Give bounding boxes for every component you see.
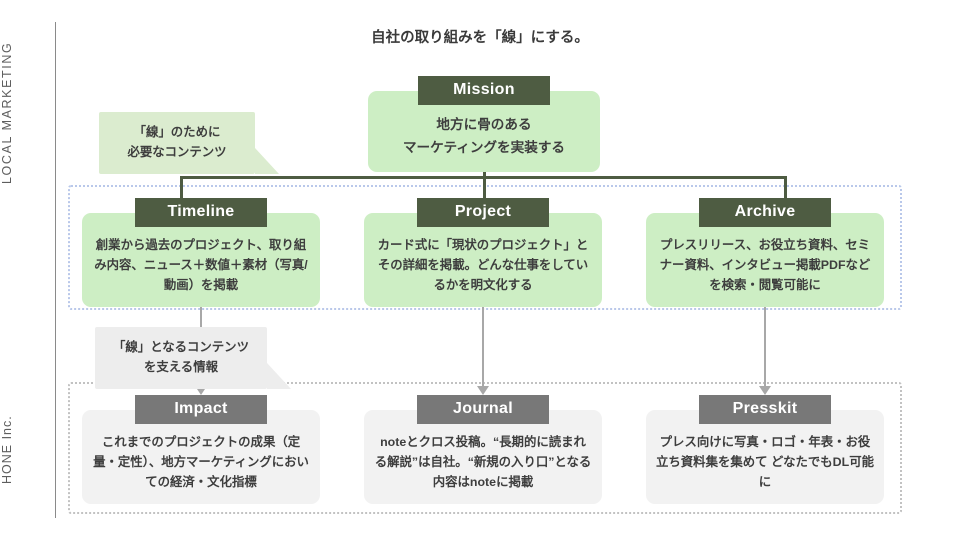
arrow-project-to-journal-shaft (482, 300, 484, 388)
callout-support-content: 「線」となるコンテンツ を支える情報 (95, 327, 291, 389)
arrow-timeline-to-impact-head (195, 386, 207, 395)
callout-support-tail (267, 362, 291, 389)
card-timeline-body: 創業から過去のプロジェクト、取り組み内容、ニュース＋数値＋素材（写真/動画）を掲… (82, 213, 320, 308)
card-impact-title: Impact (135, 395, 267, 424)
card-journal-title: Journal (417, 395, 549, 424)
connector-branch-archive (784, 176, 787, 212)
card-project-body: カード式に「現状のプロジェクト」とその詳細を掲載。どんな仕事をしているかを明文化… (364, 213, 602, 308)
callout-primary-tail (255, 147, 279, 174)
page-headline: 自社の取り組みを「線」にする。 (371, 30, 589, 46)
card-mission-title: Mission (418, 76, 550, 105)
rail-label-local-marketing: LOCAL MARKETING (0, 41, 14, 185)
card-timeline-title: Timeline (135, 198, 267, 227)
connector-branch-timeline (180, 176, 183, 212)
arrow-archive-to-presskit-shaft (764, 300, 766, 388)
connector-branch-bar (180, 176, 786, 179)
callout-primary-content: 「線」のために 必要なコンテンツ (99, 112, 279, 174)
arrow-archive-to-presskit-head (759, 386, 771, 395)
card-project-title: Project (417, 198, 549, 227)
card-presskit-body: プレス向けに写真・ロゴ・年表・お役立ち資料集を集めて どなたでもDL可能に (646, 410, 884, 505)
connector-mission-trunk (483, 160, 486, 212)
rail-divider (55, 22, 56, 518)
card-impact-body: これまでのプロジェクトの成果（定量・定性）、地方マーケティングにおいての経済・文… (82, 410, 320, 505)
arrow-project-to-journal-head (477, 386, 489, 395)
zone-support-content (68, 382, 902, 514)
card-archive-title: Archive (699, 198, 831, 227)
card-presskit-title: Presskit (699, 395, 831, 424)
card-archive-body: プレスリリース、お役立ち資料、セミナー資料、インタビュー掲載PDFなどを検索・閲… (646, 213, 884, 308)
card-journal-body: noteとクロス投稿。“長期的に読まれる解説”は自社。“新規の入り口”となる内容… (364, 410, 602, 505)
rail-label-hone-inc: HONE Inc. (0, 415, 14, 485)
